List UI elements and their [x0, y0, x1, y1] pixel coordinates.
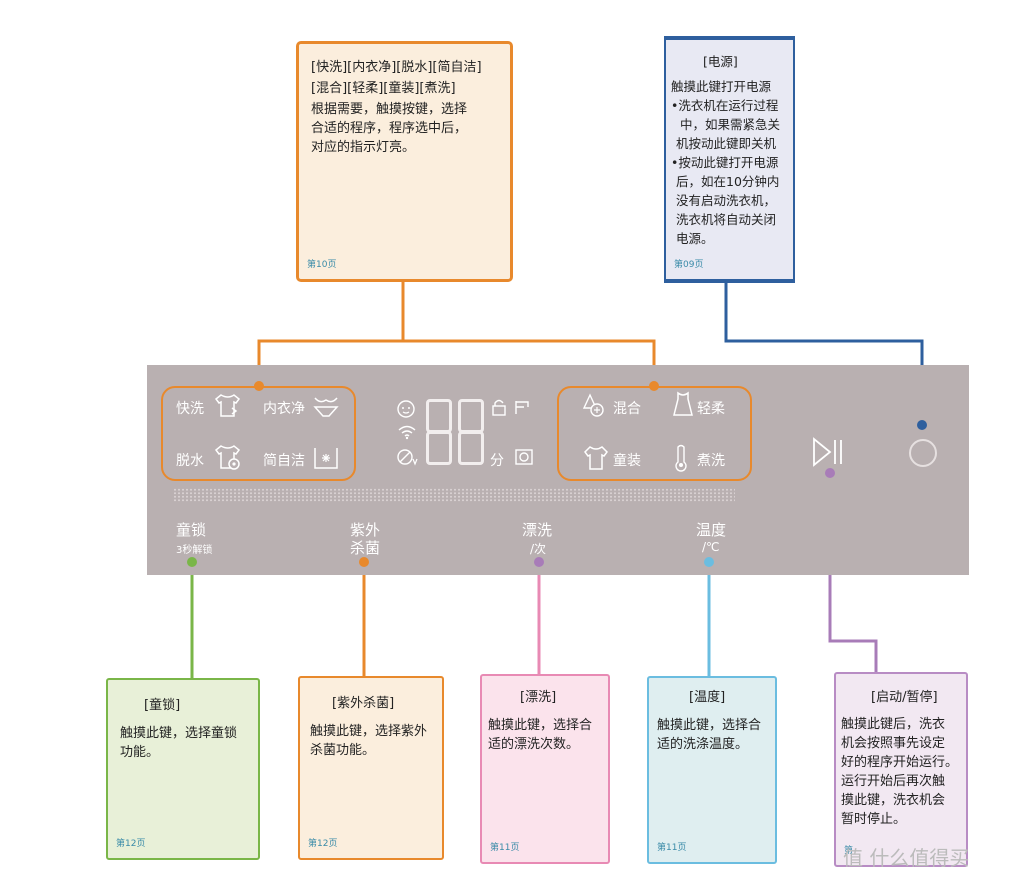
rinse-unit-label: /次	[530, 542, 547, 556]
power-callout-body-1: 触摸此键打开电源	[671, 79, 772, 94]
power-callout-body-9: 电源。	[676, 231, 714, 246]
power-callout-title: [电源]	[703, 54, 738, 69]
rinse-button-label[interactable]: 漂洗	[522, 521, 553, 539]
startpause-callout-body-6: 暂时停止。	[841, 812, 907, 827]
programs-connector	[257, 282, 405, 386]
childlock-sub-label: 3秒解锁	[176, 545, 213, 556]
power-callout-body-6: 后，如在10分钟内	[676, 174, 780, 189]
temperature-callout: [温度] 触摸此键，选择合 适的洗涤温度。 第11页	[647, 676, 777, 864]
touch-slider-strip[interactable]	[173, 488, 735, 502]
startpause-callout-body-4: 运行开始后再次触	[841, 774, 946, 789]
uv-page-ref: 第12页	[308, 839, 338, 849]
temp-dot	[704, 557, 714, 567]
programs-callout-line2: [混合][轻柔][童装][煮洗]	[311, 81, 456, 96]
programs-callout-body-3: 对应的指示灯亮。	[311, 140, 416, 155]
rinse-callout-title: [漂洗]	[520, 690, 557, 705]
programs-callout-body-2: 合适的程序，程序选中后，	[311, 121, 468, 136]
program-boil[interactable]: 煮洗	[697, 453, 725, 469]
tub-clean-icon	[314, 448, 338, 469]
temperature-callout-body-1: 触摸此键，选择合	[657, 718, 762, 733]
program-mixed[interactable]: 混合	[613, 401, 641, 417]
temperature-callout-title: [温度]	[689, 690, 726, 705]
power-callout-body-4: 机按动此键即关机	[676, 136, 777, 151]
power-callout-body-5: •按动此键打开电源	[671, 155, 779, 170]
uv-button-label-1[interactable]: 紫外	[350, 521, 381, 539]
wifi-icon	[398, 425, 416, 440]
programs-page-ref: 第10页	[307, 260, 337, 270]
startpause-page-ref: 第	[844, 846, 854, 856]
program-gentle[interactable]: 轻柔	[697, 401, 725, 417]
program-spin[interactable]: 脱水	[176, 453, 204, 469]
temperature-button-label[interactable]: 温度	[696, 521, 727, 539]
startpause-callout-body-1: 触摸此键后，洗衣	[841, 717, 946, 732]
rinse-dot	[534, 557, 544, 567]
temperature-page-ref: 第11页	[657, 843, 687, 853]
rinse-callout-body-1: 触摸此键，选择合	[488, 718, 593, 733]
underwear-icon	[313, 397, 339, 417]
program-self-clean[interactable]: 简自洁	[263, 453, 305, 469]
startpause-callout-body-3: 好的程序开始运行。	[841, 755, 959, 770]
power-callout-body-2: •洗衣机在运行过程	[671, 98, 779, 113]
watermark-text: 值 什么值得买	[843, 846, 970, 870]
shirt-fast-icon	[214, 394, 241, 417]
display-minute-unit: 分	[490, 453, 504, 469]
rinse-page-ref: 第11页	[490, 843, 520, 853]
startpause-callout-body-2: 机会按照事先设定	[841, 736, 946, 751]
childlock-page-ref: 第12页	[116, 839, 146, 849]
lock-icon	[492, 399, 506, 416]
rinse-callout: [漂洗] 触摸此键，选择合 适的漂洗次数。 第11页	[480, 674, 610, 864]
childlock-button-label[interactable]: 童锁	[176, 521, 207, 539]
startpause-callout-title: [启动/暂停]	[871, 690, 938, 705]
power-callout-body-8: 洗衣机将自动关闭	[676, 212, 777, 227]
digit-display	[426, 399, 484, 467]
childlock-callout-body-1: 触摸此键，选择童锁	[120, 726, 238, 741]
programs-callout-line1: [快洗][内衣净][脱水][简自洁]	[311, 60, 482, 75]
drum-icon	[515, 449, 533, 465]
mixed-clothes-icon	[582, 393, 604, 417]
power-callout-body-7: 没有启动洗衣机，	[676, 193, 777, 208]
power-dot	[917, 420, 927, 430]
childlock-callout-body-2: 功能。	[120, 745, 160, 760]
uv-leaf-icon	[397, 449, 418, 466]
programs-callout: [快洗][内衣净][脱水][简自洁] [混合][轻柔][童装][煮洗] 根据需要…	[296, 41, 513, 282]
program-underwear[interactable]: 内衣净	[263, 401, 305, 417]
temperature-callout-body-2: 适的洗涤温度。	[657, 737, 749, 752]
uv-callout: [紫外杀菌] 触摸此键，选择紫外 杀菌功能。 第12页	[298, 676, 444, 860]
programs-dot-right	[649, 381, 659, 391]
startpause-callout-body-5: 摸此键，洗衣机会	[841, 793, 946, 808]
power-callout: [电源] 触摸此键打开电源 •洗衣机在运行过程 中，如果需紧急关 机按动此键即关…	[664, 36, 795, 283]
uv-button-label-2[interactable]: 杀菌	[350, 539, 381, 557]
childlock-dot	[187, 557, 197, 567]
temperature-unit-label: /℃	[702, 540, 720, 554]
uv-callout-body-1: 触摸此键，选择紫外	[310, 724, 428, 739]
dress-delicate-icon	[673, 391, 693, 416]
baby-face-icon	[397, 400, 415, 418]
uv-callout-title: [紫外杀菌]	[332, 696, 395, 711]
startpause-dot	[825, 468, 835, 478]
power-page-ref: 第09页	[674, 260, 704, 270]
uv-callout-body-2: 杀菌功能。	[310, 743, 376, 758]
program-quick-wash[interactable]: 快洗	[176, 401, 204, 417]
power-icon[interactable]	[906, 436, 940, 470]
play-pause-icon[interactable]	[811, 436, 845, 468]
childlock-callout: [童锁] 触摸此键，选择童锁 功能。 第12页	[106, 678, 260, 860]
childlock-callout-title: [童锁]	[144, 698, 181, 713]
startpause-callout: [启动/暂停] 触摸此键后，洗衣 机会按照事先设定 好的程序开始运行。 运行开始…	[834, 672, 968, 867]
programs-callout-body-1: 根据需要，触摸按键，选择	[311, 102, 468, 117]
program-kids[interactable]: 童装	[613, 453, 641, 469]
kids-clothes-icon	[584, 446, 608, 470]
shirt-spin-icon	[214, 445, 241, 470]
rinse-callout-body-2: 适的漂洗次数。	[488, 737, 580, 752]
thermometer-icon	[675, 444, 687, 472]
programs-dot-left	[254, 381, 264, 391]
faucet-icon	[515, 401, 529, 414]
uv-dot	[359, 557, 369, 567]
power-callout-body-3: 中，如果需紧急关	[680, 117, 781, 132]
